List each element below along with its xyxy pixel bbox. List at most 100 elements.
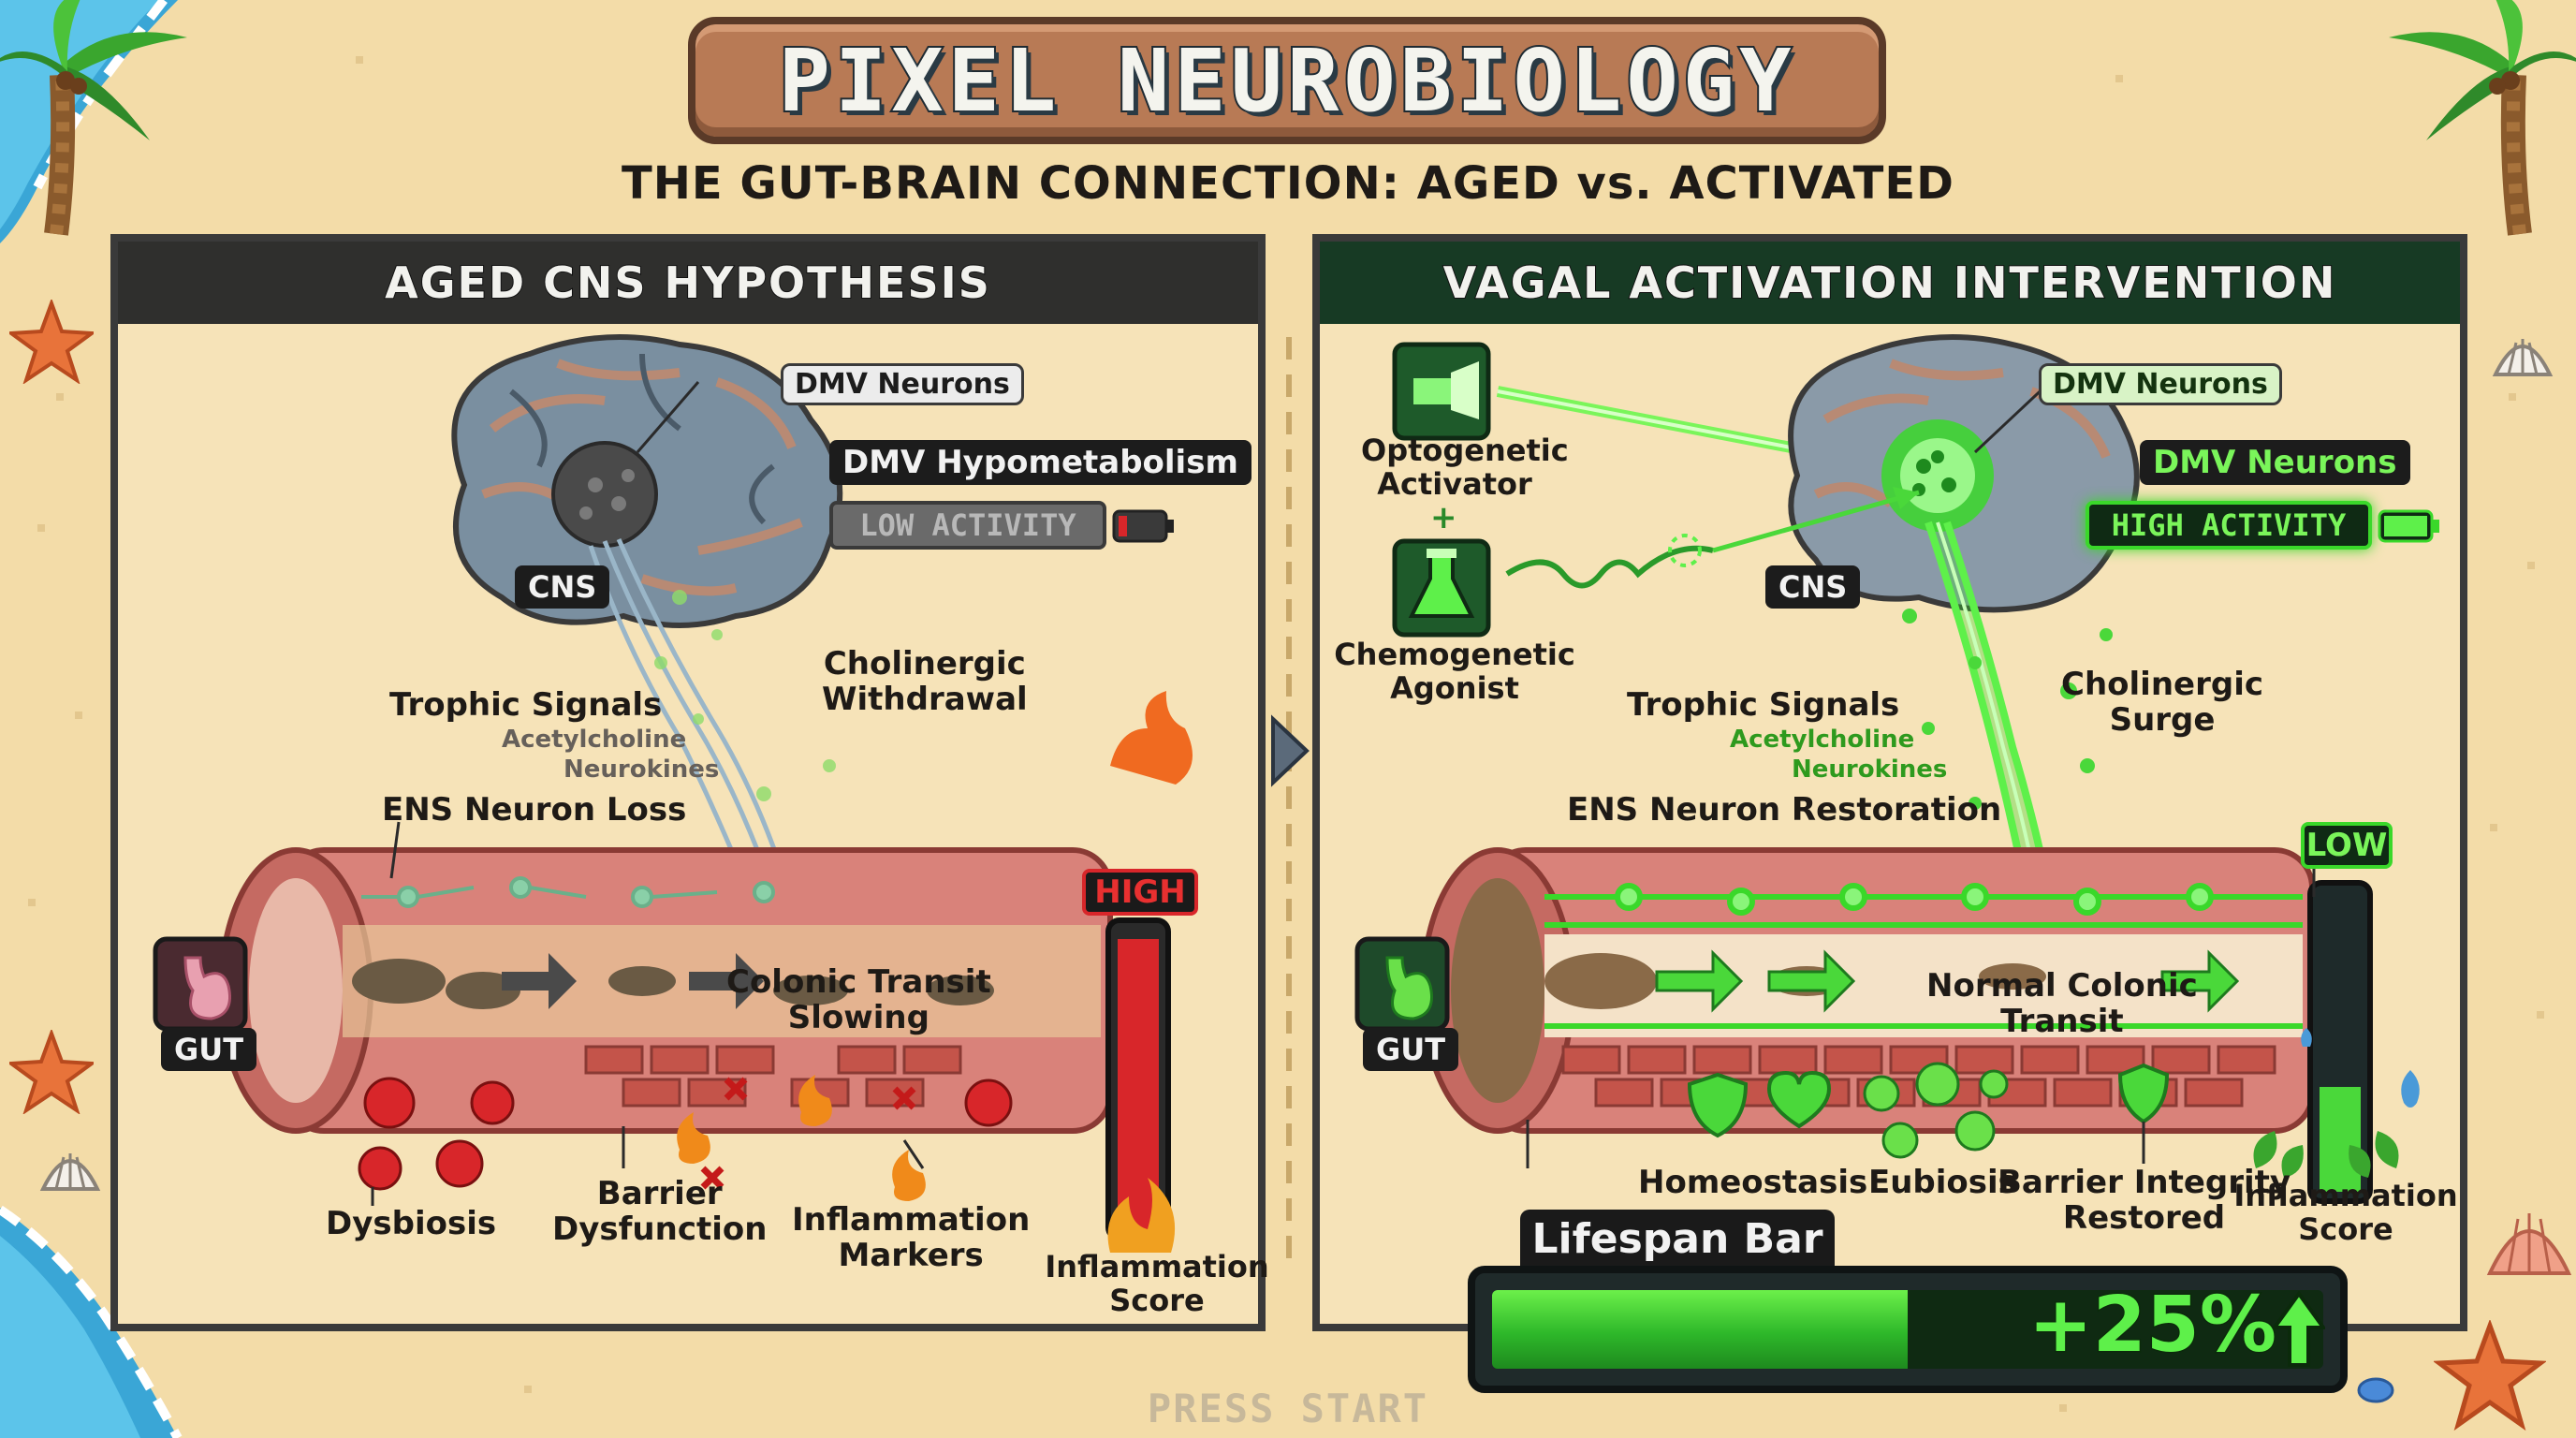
stomach-icon [1354,936,1450,1032]
shield-icon [1687,1072,1749,1138]
score-right-line-2: Score [2298,1211,2393,1247]
leaf-icon [2349,1131,2399,1178]
intestine-activated [1420,847,2315,1159]
eubiosis-label: Eubiosis [1868,1164,2017,1201]
cns-tag-right: CNS [1765,565,1861,609]
bacteria-icon [358,1077,1013,1191]
dmv-neurons-tag-left: DMV Neurons [781,363,1024,405]
activated-panel-header: VAGAL ACTIVATION INTERVENTION [1320,242,2460,324]
lifespan-fill [1492,1290,1908,1369]
inflammation-score-left: Inflammation Score [1045,1249,1269,1318]
integrity-line-1: Barrier Integrity [1998,1164,2291,1201]
gut-tag-right: GUT [1363,1028,1459,1071]
activity-label-left: LOW ACTIVITY [859,507,1076,543]
activated-panel: VAGAL ACTIVATION INTERVENTION [1312,234,2467,1331]
cholinergic-line-2: Withdrawal [822,681,1028,719]
score-left-line-1: Inflammation [1045,1249,1269,1284]
barrier-label-right: Barrier Integrity Restored [1998,1165,2291,1236]
activated-illustration [1354,334,2420,1204]
cholinergic-surge: Cholinergic Surge [2061,667,2263,738]
signal-particles-green [1902,609,2113,810]
flame-icon [1107,1178,1176,1253]
title-plate: PIXEL NEUROBIOLOGY [688,17,1886,144]
meter-tag-right: LOW [2301,822,2393,869]
heart-icon [1766,1070,1832,1129]
dmv-neurons-tag-right: DMV Neurons [2039,363,2282,405]
arrow-icon [502,953,764,1009]
surge-line-1: Cholinergic [2061,666,2264,703]
plus-sign: + [1430,499,1457,536]
starfish-icon [9,1030,94,1114]
lifespan-track [1492,1290,2323,1369]
flame-icon [1110,691,1193,785]
ens-label-right: ENS Neuron Restoration [1567,791,2002,829]
dmv-state-tag-right: DMV Neurons [2140,440,2410,485]
water-drop-icon [2301,1028,2312,1047]
center-divider [1271,337,1310,1273]
trophic-signals-left: Trophic Signals [389,686,663,724]
transit-label-left: Colonic Transit Slowing [726,964,991,1035]
integrity-line-2: Restored [2062,1199,2226,1238]
activity-label-right: HIGH ACTIVITY [2111,507,2347,543]
water-drop-icon [2401,1070,2420,1108]
battery-icon [1112,509,1174,543]
press-start-text[interactable]: PRESS START [1147,1386,1429,1431]
normal-transit-line-2: Transit [2000,1003,2124,1041]
cholinergic-withdrawal: Cholinergic Withdrawal [822,646,1028,717]
optogenetic-line-2: Activator [1377,465,1532,502]
meter-tag-right-text: LOW [2305,827,2388,864]
signal-particles [654,590,836,801]
page-title: PIXEL NEUROBIOLOGY [777,29,1796,133]
markers-line-1: Inflammation [792,1201,1031,1239]
pebble-icon [2357,1377,2394,1403]
palm-tree-icon [0,0,187,236]
cholinergic-line-1: Cholinergic [823,645,1026,682]
normal-transit-line-1: Normal Colonic [1926,967,2198,1005]
inflammation-meter-left [1105,691,1193,1253]
barrier-label-left: Barrier Dysfunction [552,1176,767,1247]
acetylcholine-left: Acetylcholine [502,726,687,754]
barrier-line-1: Barrier [596,1175,723,1212]
starfish-icon [2434,1320,2546,1431]
aged-panel: AGED CNS HYPOTHESIS [110,234,1269,1331]
flame-icon [677,1075,926,1201]
cns-tag-left: CNS [515,565,610,609]
bacteria-icon [1863,1062,2009,1159]
flask-icon [1392,538,1491,638]
stomach-icon [153,936,248,1032]
chemogenetic-line-1: Chemogenetic [1334,637,1575,672]
aged-panel-header: AGED CNS HYPOTHESIS [118,242,1258,324]
barrier-line-2: Dysfunction [552,1211,768,1249]
brain-aged [451,334,843,628]
neurokines-right: Neurokines [1792,756,1948,784]
chemogenetic-label: Chemogenetic Agonist [1333,638,1576,706]
optogenetic-line-1: Optogenetic [1361,433,1569,468]
lifespan-bar: +25% [1468,1266,2348,1393]
transit-line-1: Colonic Transit [726,963,991,1001]
transit-label-right: Normal Colonic Transit [1926,968,2198,1039]
up-arrow-icon [2273,1290,2325,1367]
inflammation-markers-label: Inflammation Markers [792,1202,1030,1273]
ens-label-left: ENS Neuron Loss [382,791,687,829]
lifespan-title: Lifespan Bar [1520,1210,1835,1268]
score-right-line-1: Inflammation [2233,1178,2458,1213]
dmv-state-tag-left: DMV Hypometabolism [829,440,1251,485]
shield-icon [2117,1063,2170,1124]
inflammation-score-right: Inflammation Score [2233,1178,2458,1247]
arrow-icon [1655,949,2240,1013]
seashell-icon [2486,1213,2572,1275]
gut-tag-left: GUT [161,1028,257,1071]
surge-line-2: Surge [2109,701,2216,740]
inflammation-meter-right [2253,880,2420,1204]
meter-tag-left-text: HIGH [1094,873,1186,911]
chemogenetic-line-2: Agonist [1390,669,1519,706]
transit-line-2: Slowing [787,999,929,1037]
seashell-icon [39,1153,101,1191]
x-mark [700,1077,916,1190]
neurokines-left: Neurokines [564,756,720,784]
optogenetic-label: Optogenetic Activator [1361,433,1569,502]
trophic-signals-right: Trophic Signals [1627,686,1900,724]
activity-badge-left: LOW ACTIVITY [829,501,1106,550]
flashlight-icon [1392,342,1491,441]
